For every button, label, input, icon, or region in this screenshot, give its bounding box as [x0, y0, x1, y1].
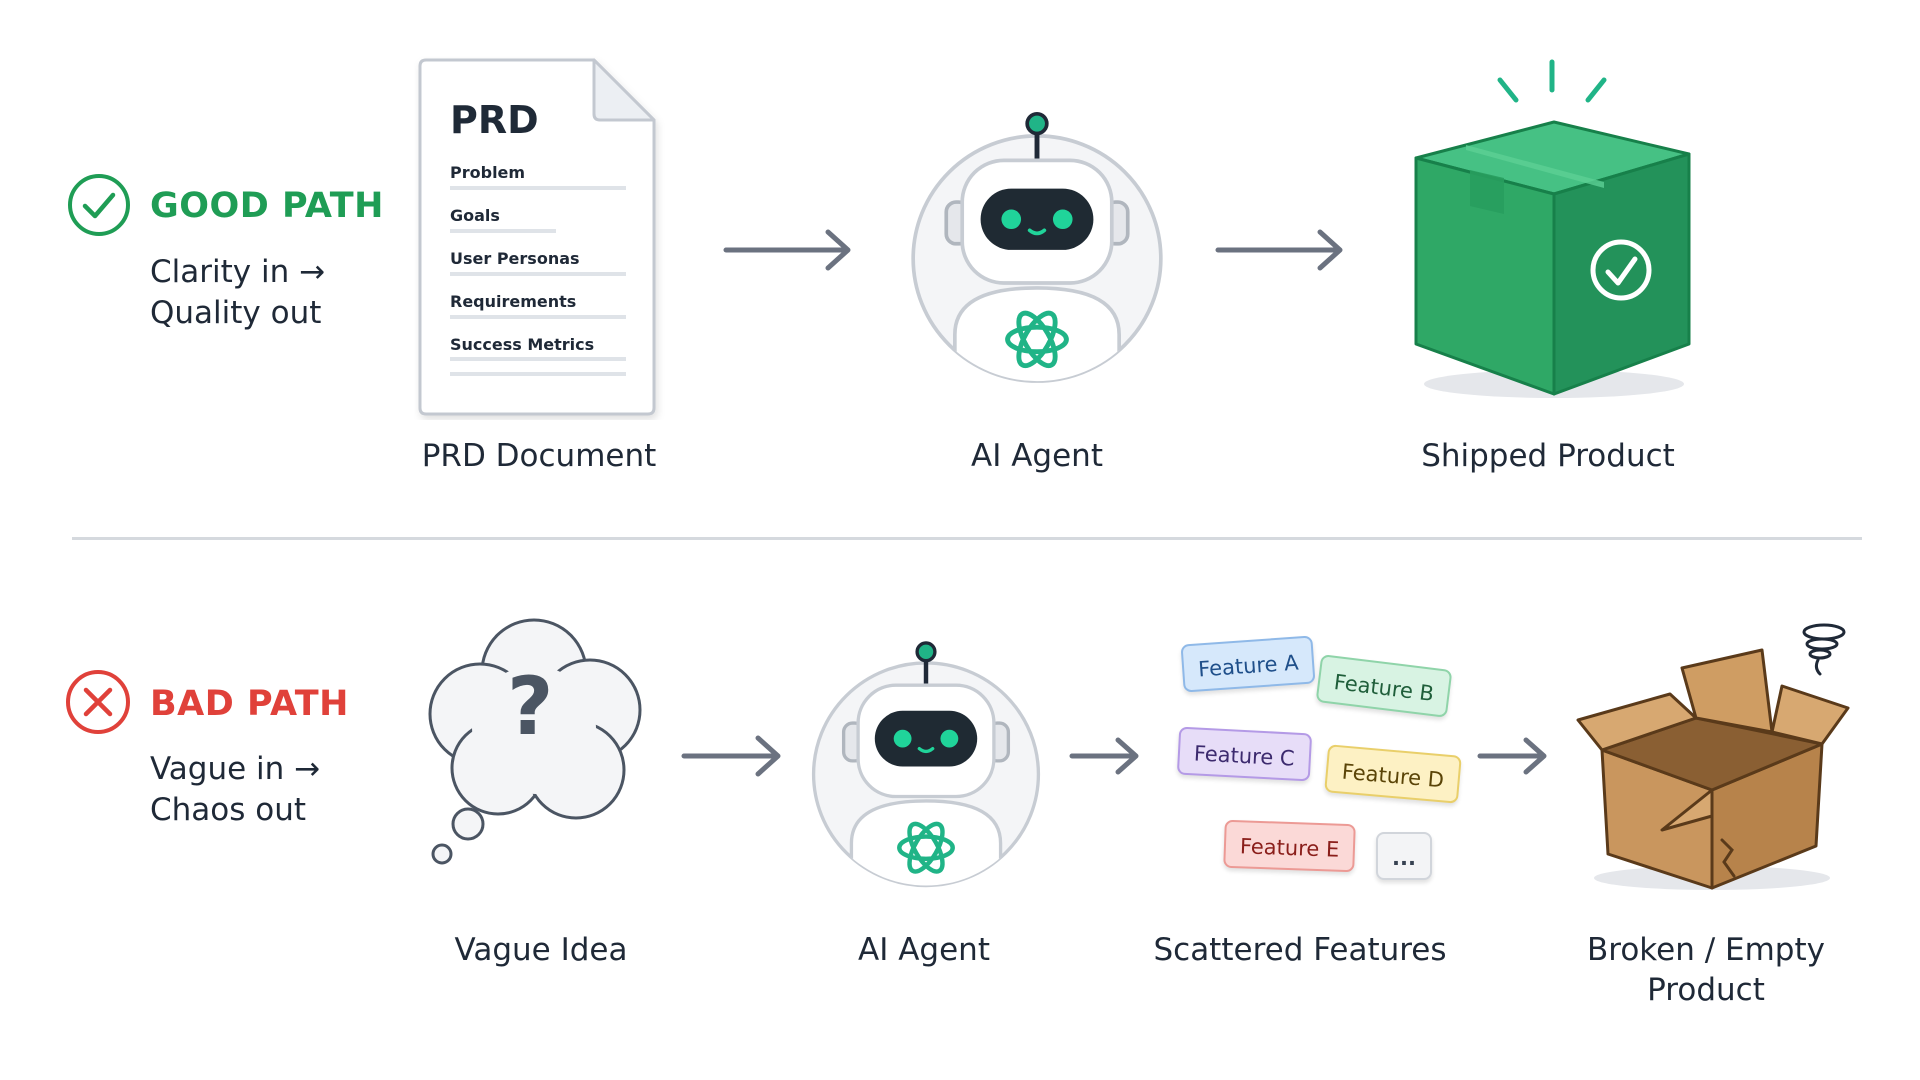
openai-logo-icon: [1005, 310, 1069, 369]
section-divider: [72, 537, 1862, 540]
green-box-icon: [1414, 59, 1691, 398]
good-path-title: GOOD PATH: [150, 186, 384, 226]
open-cardboard-box-icon: [1576, 648, 1850, 890]
x-circle-icon: [66, 670, 130, 734]
shipped-product-label: Shipped Product: [1421, 438, 1675, 474]
scattered-features-label: Scattered Features: [1153, 932, 1447, 968]
prd-document-icon: [418, 58, 656, 416]
openai-logo-icon: [897, 821, 955, 874]
vague-idea-label: Vague Idea: [454, 932, 628, 968]
bad-path-subtitle-2: Chaos out: [150, 792, 307, 828]
bad-path-title: BAD PATH: [150, 684, 349, 724]
question-mark: ?: [507, 660, 554, 753]
arrow-right-icon: [1215, 229, 1343, 271]
broken-product-label-2: Product: [1647, 972, 1765, 1008]
broken-product-label-1: Broken / Empty: [1587, 932, 1825, 968]
robot-icon: [911, 111, 1163, 383]
ai-agent-top-label: AI Agent: [971, 438, 1103, 474]
arrow-right-icon: [1477, 737, 1547, 775]
prd-item-problem: Problem: [450, 163, 526, 182]
ai-agent-bottom-label: AI Agent: [858, 932, 990, 968]
arrow-right-icon: [681, 735, 781, 777]
prd-title: PRD: [450, 98, 539, 142]
feature-tag-more: ...: [1376, 832, 1432, 880]
arrow-right-icon: [1069, 737, 1139, 775]
thought-cloud-icon: [428, 618, 642, 865]
prd-item-goals: Goals: [450, 206, 500, 225]
good-path-subtitle-1: Clarity in →: [150, 254, 326, 290]
arrow-right-icon: [723, 229, 851, 271]
prd-item-success-metrics: Success Metrics: [450, 335, 595, 354]
prd-item-user-personas: User Personas: [450, 249, 580, 268]
feature-tag-e: Feature E: [1223, 819, 1357, 873]
feature-tag-a: Feature A: [1180, 635, 1316, 693]
feature-tag-c: Feature C: [1176, 726, 1312, 782]
bad-path-subtitle-1: Vague in →: [150, 751, 321, 787]
dust-swirl-icon: [1802, 623, 1846, 676]
feature-tag-b: Feature B: [1315, 654, 1453, 718]
robot-icon: [811, 641, 1041, 888]
feature-tag-d: Feature D: [1324, 744, 1463, 804]
check-circle-icon: [68, 174, 130, 236]
good-path-subtitle-2: Quality out: [150, 295, 322, 331]
prd-item-requirements: Requirements: [450, 292, 577, 311]
prd-document-label: PRD Document: [421, 438, 657, 474]
